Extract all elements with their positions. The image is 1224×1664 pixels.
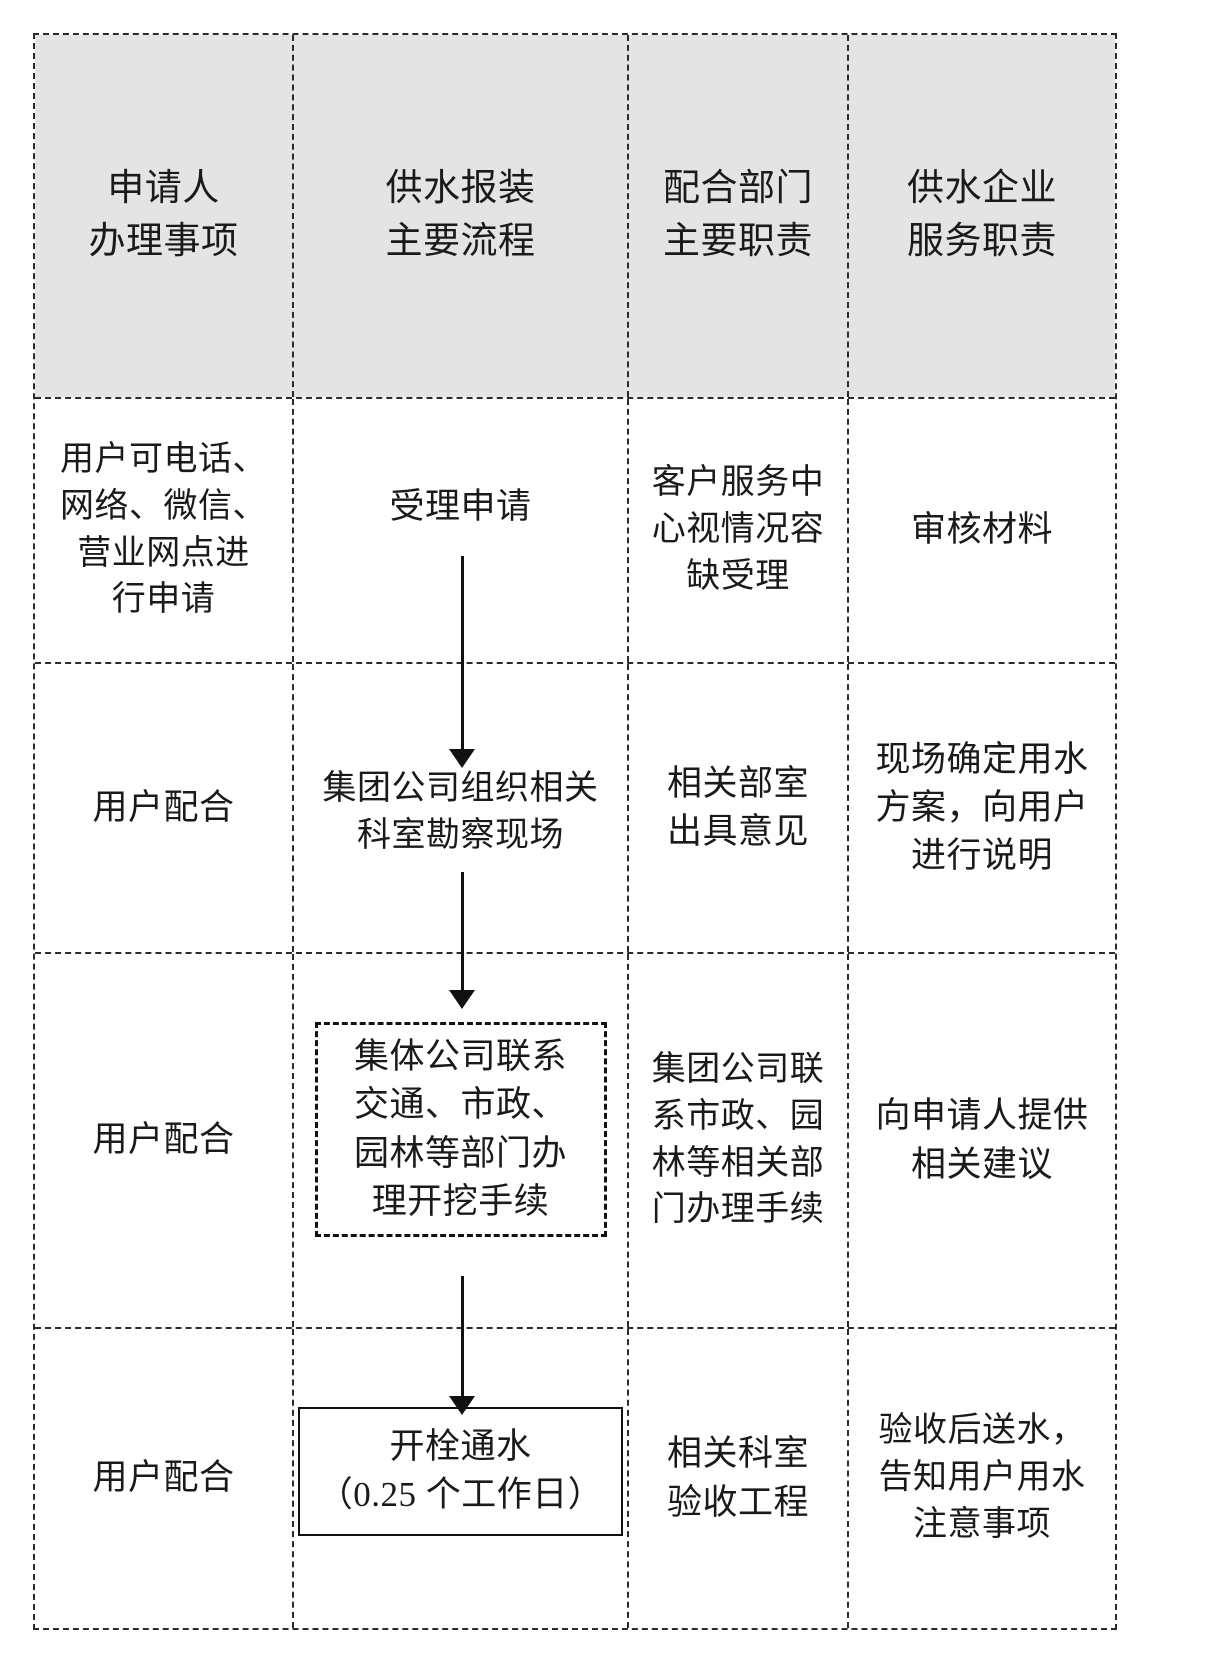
department-text-row-4: 相关科室 验收工程 <box>666 1434 809 1522</box>
process-node-stack-row-1: 受理申请 <box>300 403 621 658</box>
column-header-enterprise: 供水企业 服务职责 <box>847 35 1115 397</box>
cell-applicant-row-2: 用户配合 <box>35 664 292 952</box>
column-header-process: 供水报装 主要流程 <box>292 35 627 397</box>
column-header-process-label: 供水报装 主要流程 <box>385 168 536 262</box>
cell-process-row-2: 集团公司组织相关 科室勘察现场 <box>292 664 627 992</box>
process-node-open-valve: 开栓通水 （0.25 个工作日） <box>298 1407 623 1536</box>
process-node-stack-row-2: 集团公司组织相关 科室勘察现场 <box>300 668 621 948</box>
table-header-row: 申请人 办理事项 供水报装 主要流程 配合部门 主要职责 供水企业 服务职责 <box>35 35 1115 397</box>
enterprise-text-row-3: 向申请人提供 相关建议 <box>875 1096 1089 1184</box>
department-text-row-1: 客户服务中 心视情况容 缺受理 <box>651 464 825 595</box>
table-row: 用户配合 集团公司组织相关 科室勘察现场 相关部室 出具意见 现场确定用水 方案… <box>35 662 1115 992</box>
arrow-excavation-to-open-valve <box>460 1276 464 1398</box>
column-header-applicant: 申请人 办理事项 <box>35 35 292 397</box>
cell-applicant-row-1: 用户可电话、 网络、微信、 营业网点进 行申请 <box>35 399 292 662</box>
column-header-department: 配合部门 主要职责 <box>627 35 847 397</box>
column-header-department-label: 配合部门 主要职责 <box>663 168 813 262</box>
applicant-text-row-2: 用户配合 <box>92 787 235 827</box>
applicant-text-row-3: 用户配合 <box>92 1120 235 1160</box>
supply-water-process-flow-table: 申请人 办理事项 供水报装 主要流程 配合部门 主要职责 供水企业 服务职责 用… <box>33 33 1117 1630</box>
process-node-open-valve-label: 开栓通水 （0.25 个工作日） <box>317 1427 604 1515</box>
arrow-survey-to-excavation <box>460 872 464 992</box>
process-node-site-survey-label: 集团公司组织相关 科室勘察现场 <box>322 770 599 854</box>
cell-enterprise-row-3: 向申请人提供 相关建议 <box>847 954 1115 1327</box>
enterprise-text-row-2: 现场确定用水 方案，向用户 进行说明 <box>875 739 1089 876</box>
enterprise-text-row-4: 验收后送水， 告知用户用水 注意事项 <box>878 1412 1086 1543</box>
process-node-accept-application-label: 受理申请 <box>389 487 532 526</box>
cell-process-row-4: 开栓通水 （0.25 个工作日） <box>292 1329 627 1628</box>
process-node-excavation-permit-label: 集体公司联系 交通、市政、 园林等部门办 理开挖手续 <box>353 1037 567 1221</box>
process-node-excavation-permit: 集体公司联系 交通、市政、 园林等部门办 理开挖手续 <box>314 1022 607 1238</box>
column-header-enterprise-label: 供水企业 服务职责 <box>907 168 1057 262</box>
table-row: 用户可电话、 网络、微信、 营业网点进 行申请 受理申请 客户服务中 心视情况容… <box>35 397 1115 751</box>
enterprise-text-row-1: 审核材料 <box>910 510 1053 550</box>
cell-department-row-1: 客户服务中 心视情况容 缺受理 <box>627 399 847 662</box>
cell-process-row-1: 受理申请 <box>292 399 627 751</box>
cell-enterprise-row-4: 验收后送水， 告知用户用水 注意事项 <box>847 1329 1115 1628</box>
department-text-row-2: 相关部室 出具意见 <box>666 763 809 851</box>
arrow-accept-to-survey <box>460 556 464 751</box>
department-text-row-3: 集团公司联 系市政、园 林等相关部 门办理手续 <box>651 1050 825 1229</box>
process-node-site-survey: 集团公司组织相关 科室勘察现场 <box>313 758 609 868</box>
process-node-accept-application: 受理申请 <box>379 475 541 539</box>
cell-process-row-3: 集体公司联系 交通、市政、 园林等部门办 理开挖手续 <box>292 954 627 1398</box>
applicant-text-row-4: 用户配合 <box>92 1458 235 1498</box>
cell-department-row-4: 相关科室 验收工程 <box>627 1329 847 1628</box>
process-node-stack-row-3: 集体公司联系 交通、市政、 园林等部门办 理开挖手续 <box>300 958 621 1323</box>
cell-department-row-2: 相关部室 出具意见 <box>627 664 847 952</box>
cell-applicant-row-3: 用户配合 <box>35 954 292 1327</box>
applicant-text-row-1: 用户可电话、 网络、微信、 营业网点进 行申请 <box>60 440 267 619</box>
column-header-applicant-label: 申请人 办理事项 <box>88 168 239 262</box>
cell-enterprise-row-2: 现场确定用水 方案，向用户 进行说明 <box>847 664 1115 952</box>
cell-department-row-3: 集团公司联 系市政、园 林等相关部 门办理手续 <box>627 954 847 1327</box>
cell-enterprise-row-1: 审核材料 <box>847 399 1115 662</box>
table-row: 用户配合 集体公司联系 交通、市政、 园林等部门办 理开挖手续 集团公司联 系市… <box>35 952 1115 1398</box>
cell-applicant-row-4: 用户配合 <box>35 1329 292 1628</box>
table-row: 用户配合 开栓通水 （0.25 个工作日） 相关科室 验收工程 验收后送水， 告… <box>35 1327 1115 1628</box>
process-node-stack-row-4: 开栓通水 （0.25 个工作日） <box>298 1333 623 1624</box>
